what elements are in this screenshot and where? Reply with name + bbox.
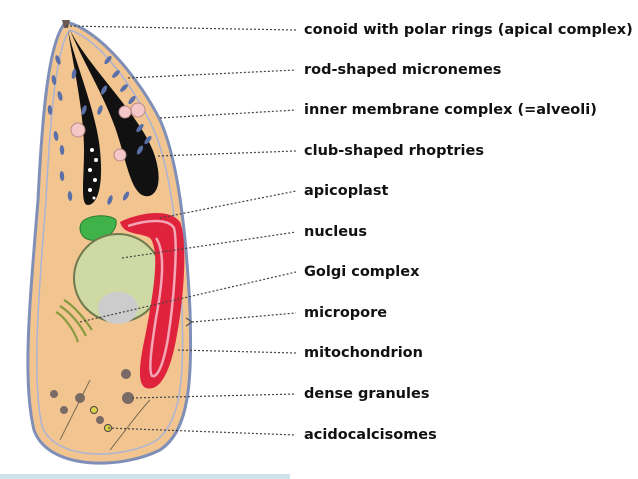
label-0: conoid with polar rings (apical complex)	[304, 22, 633, 38]
microneme-7	[112, 70, 120, 78]
mitochondrion-cristae	[127, 219, 177, 378]
subpellicular-microtubules	[59, 379, 151, 451]
microneme-18	[122, 191, 130, 201]
microneme-20	[71, 69, 77, 79]
label-5: nucleus	[304, 224, 367, 240]
microneme-19	[81, 105, 87, 115]
mitochondrion	[120, 212, 185, 389]
rhoptry-left-dots	[88, 148, 98, 200]
microneme-6	[104, 55, 112, 65]
microneme-5	[59, 145, 65, 155]
nucleolus	[98, 292, 138, 324]
microneme-3	[47, 105, 53, 115]
leader-lines	[65, 25, 297, 436]
microneme-15	[59, 171, 65, 181]
leader-line-2	[159, 109, 297, 119]
label-1: rod-shaped micronemes	[304, 62, 502, 78]
microneme-14	[136, 145, 144, 155]
leader-line-5	[121, 231, 297, 259]
microneme-12	[136, 123, 144, 133]
microneme-10	[100, 85, 108, 95]
rhoptry-left	[68, 30, 102, 205]
leader-line-9	[131, 393, 297, 399]
leader-line-0	[65, 25, 297, 31]
microneme-17	[107, 195, 113, 205]
leader-line-10	[107, 427, 297, 436]
leader-line-7	[191, 312, 297, 323]
label-10: acidocalcisomes	[304, 427, 437, 443]
golgi-complex	[55, 299, 93, 343]
bottom-strip	[0, 474, 290, 479]
microneme-0	[55, 55, 61, 65]
leader-line-1	[127, 69, 297, 79]
label-2: inner membrane complex (=alveoli)	[304, 102, 597, 118]
vesicles	[70, 102, 146, 162]
microneme-16	[67, 191, 73, 201]
label-9: dense granules	[304, 386, 430, 402]
inner-membrane-complex	[36, 29, 184, 455]
leader-line-3	[157, 150, 297, 157]
label-7: micropore	[304, 305, 388, 321]
microneme-9	[128, 95, 136, 105]
label-3: club-shaped rhoptries	[304, 143, 484, 159]
leader-line-4	[159, 190, 297, 219]
leader-line-6	[79, 271, 297, 323]
micronemes	[47, 55, 152, 205]
label-8: mitochondrion	[304, 345, 423, 361]
microneme-8	[120, 84, 128, 92]
microneme-1	[51, 75, 57, 85]
leader-line-8	[177, 349, 297, 354]
microneme-4	[53, 131, 59, 141]
microneme-11	[97, 105, 103, 115]
microneme-2	[57, 91, 63, 101]
label-6: Golgi complex	[304, 264, 420, 280]
dense-granules	[50, 369, 134, 424]
microneme-13	[144, 135, 152, 145]
rhoptry-right	[70, 30, 159, 197]
label-4: apicoplast	[304, 183, 389, 199]
